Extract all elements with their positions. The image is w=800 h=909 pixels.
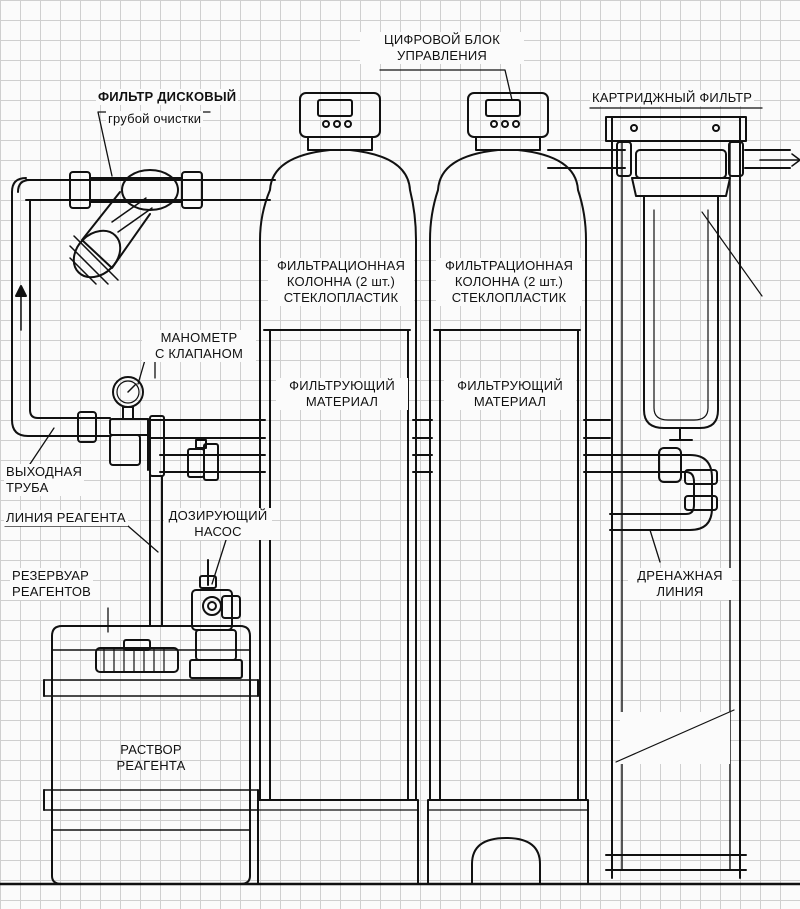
outlet-pipe-top: [547, 141, 800, 177]
disk-filter-sublabel: грубой очистки: [106, 111, 204, 127]
inlet-pipe: [11, 177, 276, 437]
control-unit-label: ЦИФРОВОЙ БЛОК УПРАВЛЕНИЯ: [360, 32, 524, 64]
reagent-line: [149, 469, 163, 626]
disk-filter-label: ФИЛЬТР ДИСКОВЫЙ: [96, 89, 239, 105]
cartridge-filter: [605, 116, 763, 879]
cartridge-stand-base: [615, 709, 735, 764]
filter-column-right: [427, 92, 589, 885]
drain-pipe: [609, 447, 718, 531]
disk-filter: [69, 169, 203, 285]
media-right-label: ФИЛЬТРУЮЩИЙ МАТЕРИАЛ: [444, 378, 576, 410]
cartridge-filter-label: КАРТРИДЖНЫЙ ФИЛЬТР: [590, 90, 755, 106]
outlet-pipe-label: ВЫХОДНАЯ ТРУБА: [4, 464, 85, 496]
manometer-label: МАНОМЕТР С КЛАПАНОМ: [142, 330, 256, 362]
leader-lines: [4, 69, 763, 633]
media-left-label: ФИЛЬТРУЮЩИЙ МАТЕРИАЛ: [276, 378, 408, 410]
manometer: [109, 376, 165, 477]
flow-arrow: [15, 285, 27, 331]
reagent-tank: [43, 625, 259, 885]
column-manifold: [412, 419, 611, 473]
dosing-pump: [189, 559, 243, 679]
drain-line-label: ДРЕНАЖНАЯ ЛИНИЯ: [628, 568, 732, 600]
outlet-pipe: [77, 411, 266, 481]
column-right-label: ФИЛЬТРАЦИОННАЯ КОЛОННА (2 шт.) СТЕКЛОПЛА…: [436, 258, 582, 306]
dosing-pump-label: ДОЗИРУЮЩИЙ НАСОС: [164, 508, 272, 540]
column-left-label: ФИЛЬТРАЦИОННАЯ КОЛОННА (2 шт.) СТЕКЛОПЛА…: [268, 258, 414, 306]
reagent-line-label: ЛИНИЯ РЕАГЕНТА: [4, 510, 128, 526]
filter-column-left: [257, 92, 419, 885]
reagent-tank-label: РЕЗЕРВУАР РЕАГЕНТОВ: [10, 568, 94, 600]
reagent-solution-label: РАСТВОР РЕАГЕНТА: [116, 742, 186, 773]
